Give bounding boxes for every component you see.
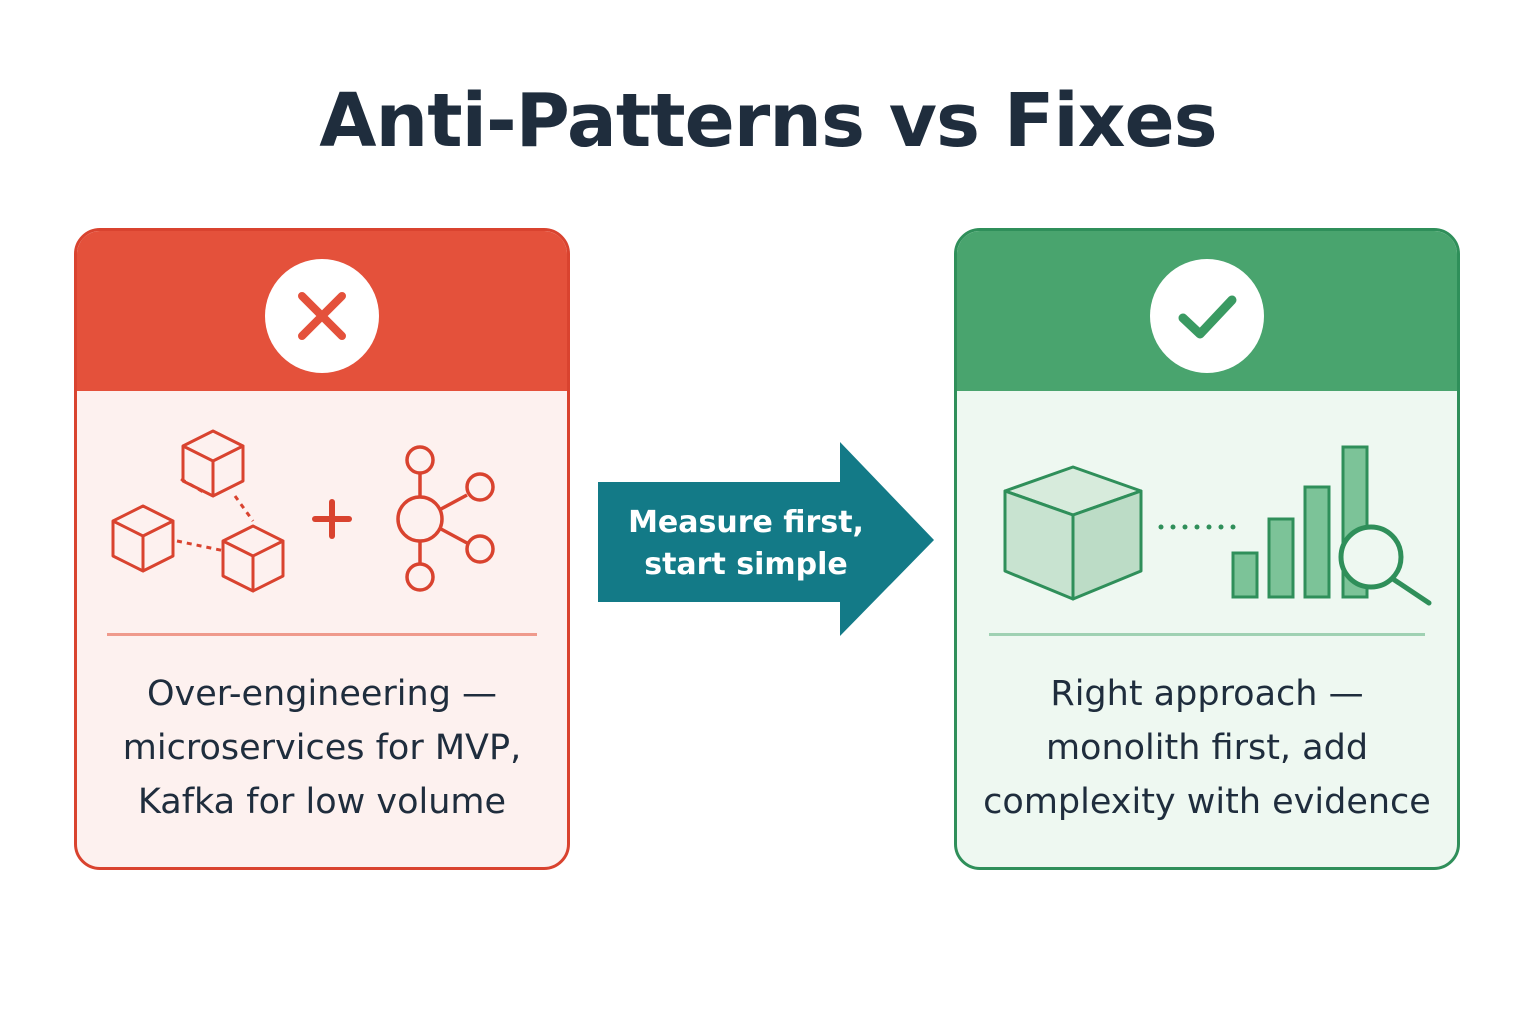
microservice-cubes-icon <box>111 429 285 593</box>
anti-pattern-line-2: microservices for MVP, <box>122 728 522 768</box>
anti-pattern-description: Over-engineering — microservices for MVP… <box>87 667 557 829</box>
fix-divider <box>989 633 1425 636</box>
anti-pattern-line-1: Over-engineering — <box>146 674 498 714</box>
anti-pattern-line-3: Kafka for low volume <box>137 782 507 822</box>
anti-pattern-card: Over-engineering — microservices for MVP… <box>74 228 570 870</box>
fix-description: Right approach — monolith first, add com… <box>967 667 1447 829</box>
fix-line-3: complexity with evidence <box>983 782 1431 822</box>
check-mark-icon <box>1178 295 1237 339</box>
anti-pattern-header <box>77 231 567 391</box>
x-mark-icon <box>298 292 346 340</box>
fix-illustration <box>1003 445 1432 606</box>
fix-line-1: Right approach — <box>1050 674 1364 714</box>
monolith-cube-icon <box>1003 465 1143 601</box>
fix-badge <box>1150 259 1264 373</box>
dotted-connector-icon <box>1158 524 1236 530</box>
anti-pattern-badge <box>265 259 379 373</box>
kafka-hub-icon <box>396 445 495 592</box>
magnifier-icon <box>1338 524 1432 606</box>
fix-header <box>957 231 1457 391</box>
fix-line-2: monolith first, add <box>1045 728 1369 768</box>
plus-icon <box>312 499 352 539</box>
anti-pattern-illustration <box>111 429 495 593</box>
transition-label: Measure first, start simple <box>598 502 894 586</box>
anti-pattern-divider <box>107 633 537 636</box>
transition-line-2: start simple <box>644 547 848 582</box>
arrow-right-icon <box>598 442 934 636</box>
page-title: Anti-Patterns vs Fixes <box>319 78 1217 164</box>
fix-card: Right approach — monolith first, add com… <box>954 228 1460 870</box>
transition-line-1: Measure first, <box>628 505 864 540</box>
